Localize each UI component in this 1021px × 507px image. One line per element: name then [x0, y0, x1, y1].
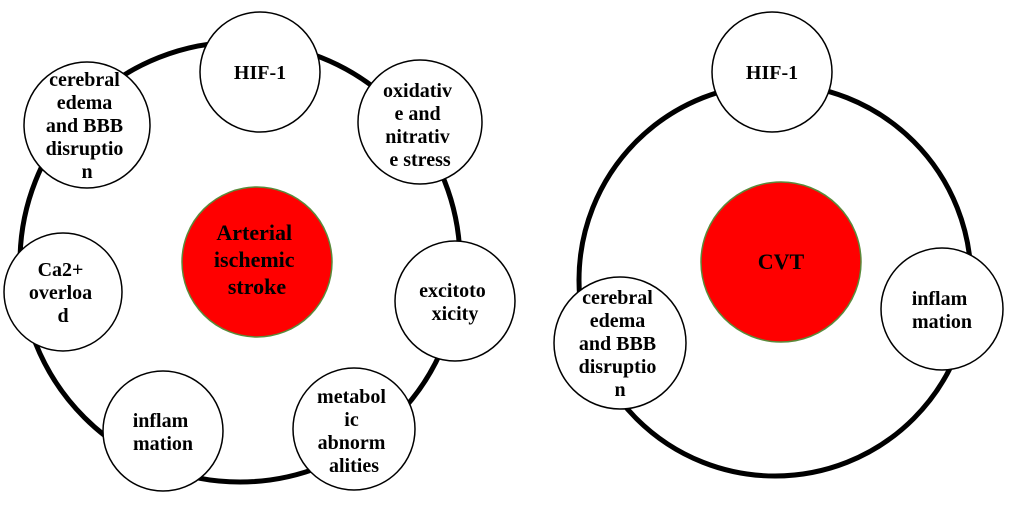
node-label-line: excitoto [419, 280, 486, 302]
node-label-line: nitrativ [385, 126, 449, 148]
node-label-line: disruptio [579, 356, 657, 378]
node-inflammation: inflam mation [102, 370, 224, 492]
node-label-line: mation [133, 433, 193, 455]
node-label-line: inflam [912, 288, 968, 310]
node-label: cerebral edema and BBB disruptio n [579, 287, 662, 401]
node-oxidative-stress: oxidativ e and nitrativ e stress [357, 59, 483, 185]
node-label-line: inflam [133, 410, 189, 432]
node-metabolic-abnormalities: metabol ic abnorm alities [292, 367, 416, 491]
node-label-line: Ca2+ [38, 259, 84, 281]
node-label: metabol ic abnorm alities [317, 386, 391, 477]
node-label-line: cerebral [582, 287, 653, 309]
node-cerebral-edema: cerebral edema and BBB disruptio n [553, 276, 687, 410]
cvt-diagram: CVT HIF-1 inflam mation cerebral edema a… [553, 11, 1004, 479]
node-circle [292, 367, 416, 491]
node-label-line: and BBB [46, 115, 123, 137]
node-circle [880, 247, 1004, 371]
node-circle [102, 370, 224, 492]
node-label-line: ic [344, 409, 359, 431]
node-label-line: abnorm [318, 432, 386, 454]
node-label-line: d [57, 305, 68, 327]
node-excitotoxicity: excitoto xicity [394, 240, 516, 362]
center-circle [700, 181, 862, 343]
node-label-line: oxidativ [383, 80, 452, 102]
center-label-line: Arterial [216, 220, 292, 245]
node-label: HIF-1 [234, 62, 286, 84]
node-cerebral-edema: cerebral edema and BBB disruptio n [23, 61, 151, 189]
node-label-line: HIF-1 [746, 62, 798, 84]
center-label-line: CVT [758, 249, 805, 274]
node-label-line: overloa [29, 282, 92, 304]
node-circle [394, 240, 516, 362]
node-label-line: edema [57, 92, 113, 114]
node-circle [357, 59, 483, 185]
node-label: excitoto xicity [419, 280, 491, 325]
center-label: CVT [758, 249, 805, 274]
center-label: Arterial ischemic stroke [214, 220, 300, 299]
node-label: Ca2+ overloa d [29, 259, 97, 327]
node-ca-overload: Ca2+ overloa d [3, 232, 123, 352]
node-label: HIF-1 [746, 62, 798, 84]
node-label-line: edema [590, 310, 646, 332]
node-label: inflam mation [133, 410, 194, 455]
node-circle [553, 276, 687, 410]
center-label-line: stroke [228, 274, 286, 299]
node-label: inflam mation [912, 288, 973, 333]
node-circle [711, 11, 833, 133]
node-circle [23, 61, 151, 189]
node-label-line: and BBB [579, 333, 656, 355]
node-label-line: HIF-1 [234, 62, 286, 84]
center-circle [181, 186, 333, 338]
node-label-line: disruptio [46, 138, 124, 160]
node-label: oxidativ e and nitrativ e stress [383, 80, 457, 171]
node-label-line: mation [912, 311, 972, 333]
node-label-line: n [81, 161, 92, 183]
node-hif1: HIF-1 [711, 11, 833, 133]
node-label-line: n [614, 379, 625, 401]
node-label-line: metabol [317, 386, 386, 408]
arterial-stroke-diagram: Arterial ischemic stroke HIF-1 oxidativ … [3, 11, 516, 492]
node-hif1: HIF-1 [199, 11, 321, 133]
node-label: cerebral edema and BBB disruptio n [46, 69, 129, 183]
node-label-line: alities [329, 455, 379, 477]
center-label-line: ischemic [214, 247, 295, 272]
node-inflammation: inflam mation [880, 247, 1004, 371]
node-label-line: cerebral [49, 69, 120, 91]
node-label-line: e and [394, 103, 440, 125]
node-circle [199, 11, 321, 133]
node-label-line: e stress [389, 149, 450, 171]
node-label-line: xicity [432, 303, 479, 325]
node-circle [3, 232, 123, 352]
